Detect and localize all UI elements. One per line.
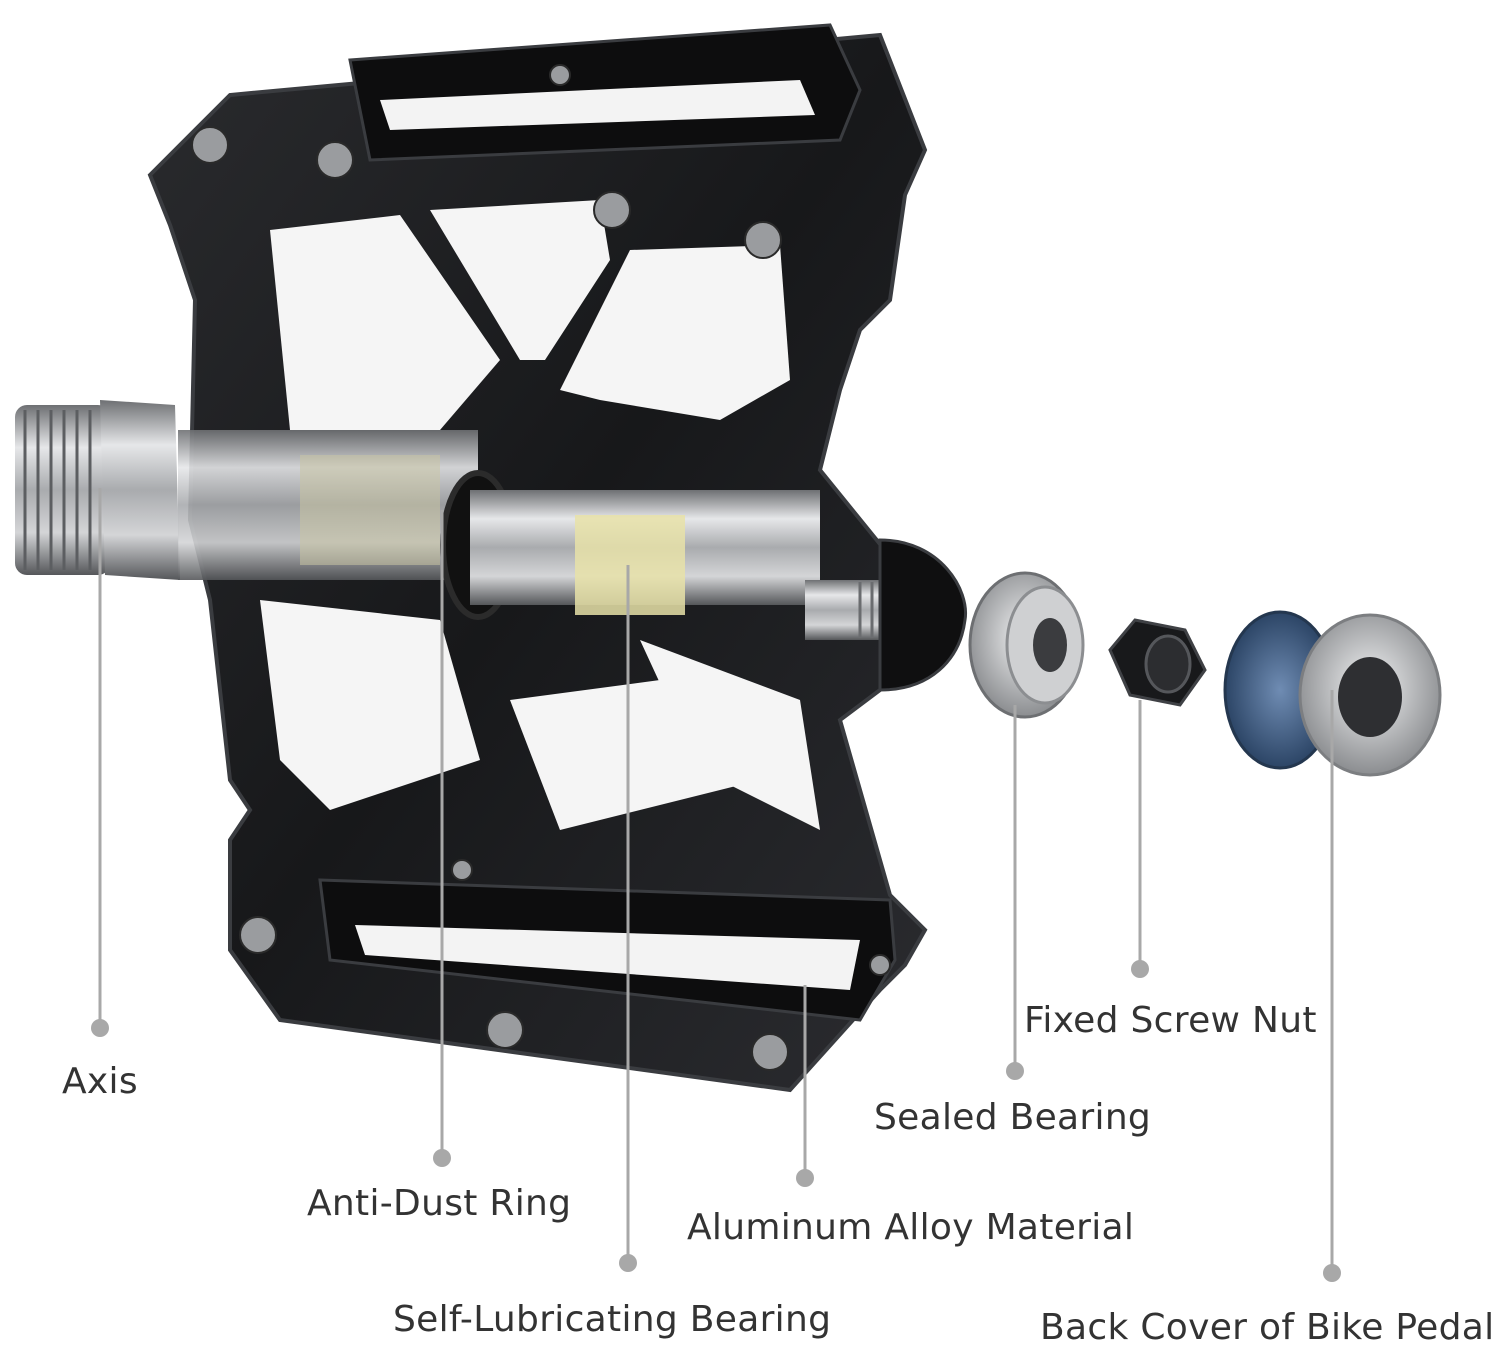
leader-lines [91,488,1341,1282]
axle-illustration [15,400,968,692]
back-cover-illustration [1223,610,1442,777]
callout-self-lubricating-bearing: Self-Lubricating Bearing [393,1299,832,1340]
callout-anti-dust-ring: Anti-Dust Ring [307,1183,572,1224]
callout-back-cover: Back Cover of Bike Pedal [1040,1307,1495,1348]
callout-sealed-bearing: Sealed Bearing [874,1097,1152,1138]
callout-axis: Axis [62,1061,138,1102]
nut-illustration [1108,618,1207,707]
callout-fixed-screw-nut: Fixed Screw Nut [1024,1000,1317,1041]
callout-aluminum-alloy-material: Aluminum Alloy Material [687,1207,1135,1248]
sealed-bearing-illustration [968,571,1085,719]
